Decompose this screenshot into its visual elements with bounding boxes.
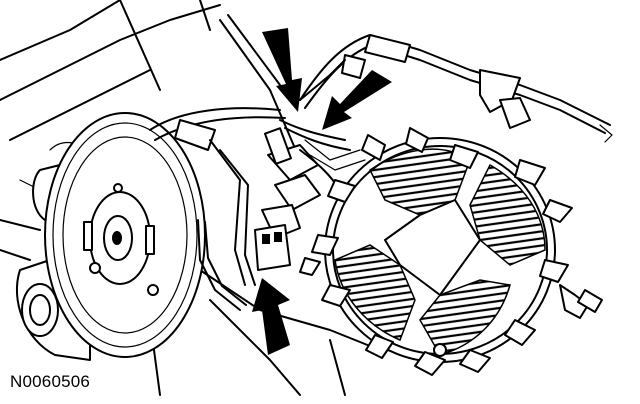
wiring-harness-left xyxy=(149,107,286,311)
arrow-top-right xyxy=(322,70,392,130)
fan-shroud xyxy=(299,127,603,376)
figure-id-label: N0060506 xyxy=(10,372,91,391)
connector-assembly xyxy=(254,119,366,271)
pulley xyxy=(44,112,206,358)
arrow-top-left xyxy=(262,28,302,112)
wiring-harness-right xyxy=(299,34,613,143)
arrow-bottom xyxy=(252,278,290,355)
